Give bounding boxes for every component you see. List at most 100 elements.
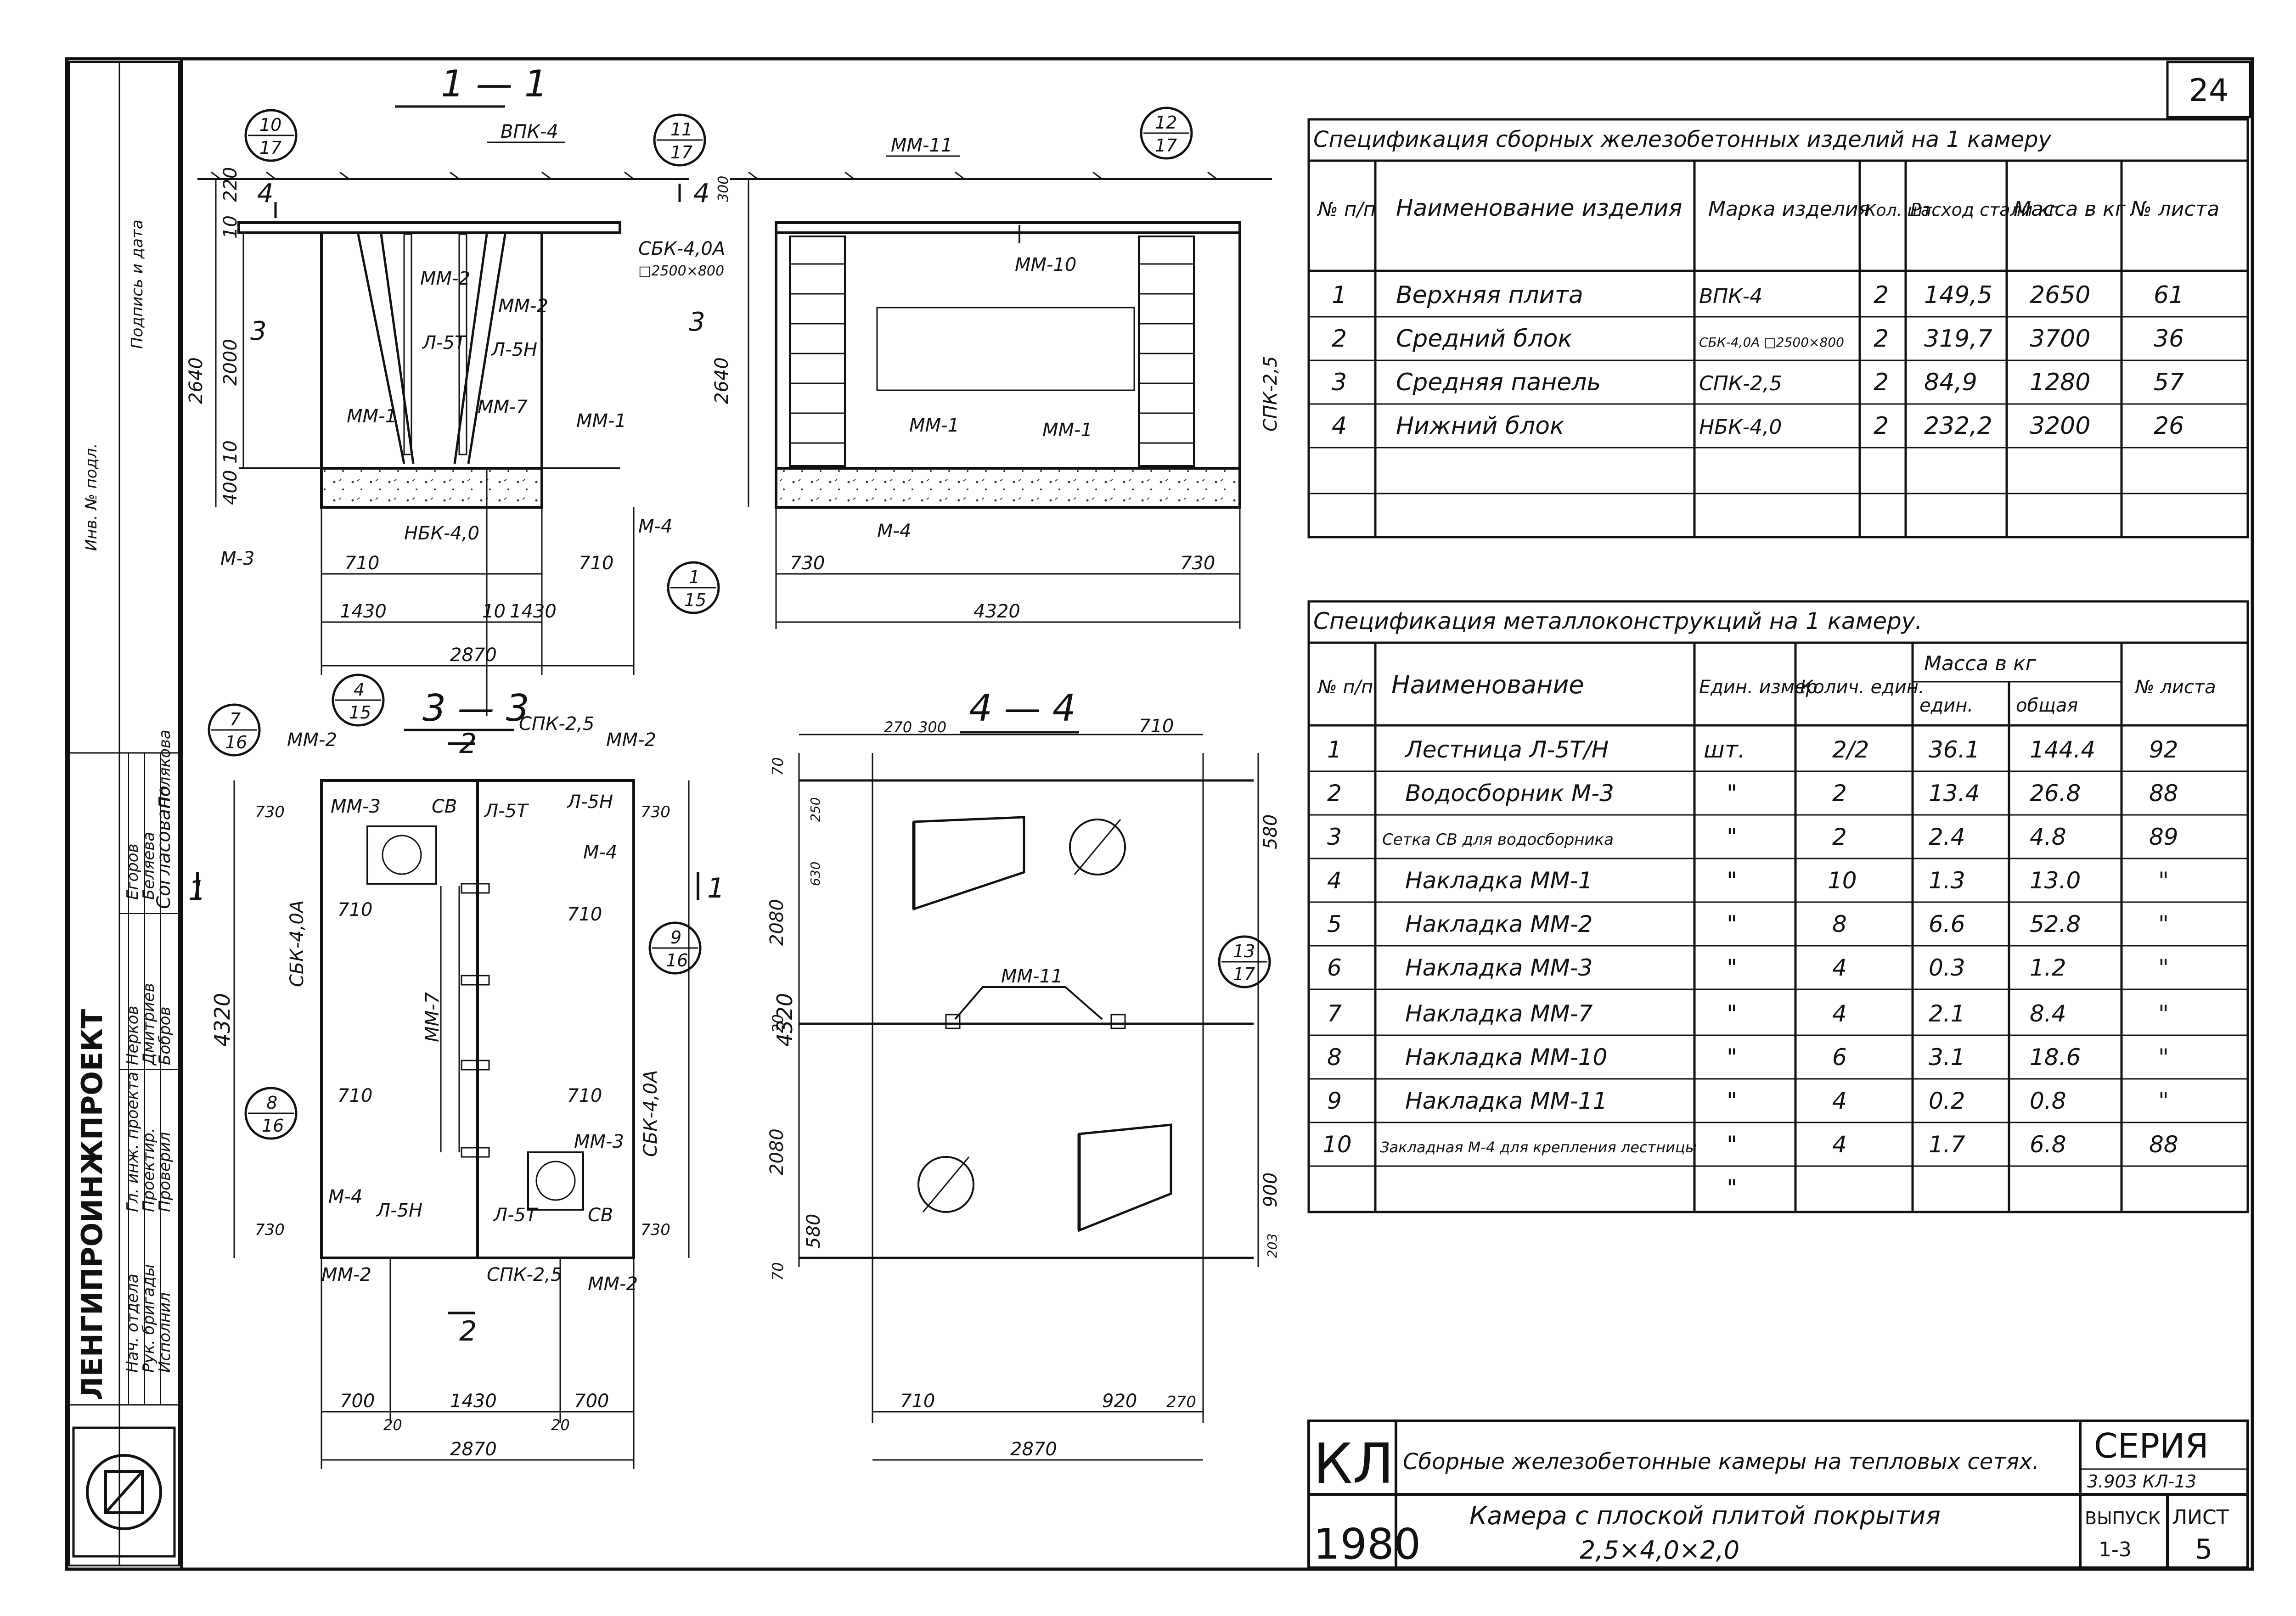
svg-text:Сетка СВ для водосборника: Сетка СВ для водосборника bbox=[1382, 830, 1614, 849]
svg-text:4: 4 bbox=[1832, 1000, 1847, 1027]
view-2-2-labels: ММ-11 ММ-10 ММ-1 ММ-1 М-4 СПК-2,5 730 73… bbox=[711, 135, 1281, 622]
svg-text:630: 630 bbox=[808, 862, 823, 886]
svg-text:12: 12 bbox=[1155, 112, 1177, 133]
svg-text:4.8: 4.8 bbox=[2030, 824, 2066, 850]
stamp-rows: Нач. отдела Гл. инж. проекта Рук. бригад… bbox=[124, 729, 174, 1373]
svg-text:250: 250 bbox=[808, 797, 823, 822]
svg-text:Расход стали кг: Расход стали кг bbox=[1910, 200, 2059, 220]
svg-text:70: 70 bbox=[769, 1262, 787, 1281]
svg-text:1: 1 bbox=[1332, 281, 1347, 309]
svg-text:270: 270 bbox=[1166, 1393, 1196, 1411]
svg-text:5: 5 bbox=[1327, 911, 1342, 937]
svg-text:920: 920 bbox=[1102, 1391, 1137, 1412]
svg-text:4320: 4320 bbox=[772, 993, 797, 1047]
svg-text:ММ-2: ММ-2 bbox=[606, 729, 656, 751]
svg-text:15: 15 bbox=[684, 590, 706, 610]
svg-text:9: 9 bbox=[1327, 1088, 1342, 1114]
tb-title3: 2,5×4,0×2,0 bbox=[1580, 1536, 1739, 1565]
svg-text:Гл. инж. проекта: Гл. инж. проекта bbox=[124, 1072, 142, 1212]
tb-kl: КЛ bbox=[1313, 1432, 1394, 1496]
tb-title1: Сборные железобетонные камеры на тепловы… bbox=[1403, 1449, 2039, 1475]
tb-year: 1980 bbox=[1313, 1520, 1421, 1569]
svg-text:Средняя панель: Средняя панель bbox=[1396, 369, 1601, 396]
svg-text:НБК-4,0: НБК-4,0 bbox=[404, 523, 479, 544]
svg-text:шт.: шт. bbox=[1704, 736, 1745, 763]
svg-text:един.: един. bbox=[1919, 695, 1973, 716]
svg-text:Накладка ММ-3: Накладка ММ-3 bbox=[1405, 954, 1593, 981]
svg-text:Исполнил: Исполнил bbox=[156, 1292, 174, 1373]
svg-text:ММ-11: ММ-11 bbox=[891, 135, 952, 156]
svg-text:16: 16 bbox=[666, 950, 688, 971]
svg-text:Накладка ММ-2: Накладка ММ-2 bbox=[1405, 911, 1593, 937]
svg-text:2: 2 bbox=[459, 1315, 477, 1347]
svg-text:": " bbox=[1727, 1175, 1737, 1201]
spec1-headers: № п/п Наименование изделия Марка изделия… bbox=[1317, 195, 2219, 221]
svg-text:№ п/п: № п/п bbox=[1317, 198, 1376, 220]
view-4-4-title: 4 — 4 bbox=[969, 687, 1076, 729]
svg-text:11: 11 bbox=[670, 119, 692, 140]
svg-text:10: 10 bbox=[1322, 1131, 1352, 1158]
svg-text:13.0: 13.0 bbox=[2030, 867, 2081, 894]
svg-text:2080: 2080 bbox=[766, 1128, 788, 1175]
stamp-rotated-2: Подпись и дата bbox=[128, 219, 146, 349]
svg-text:СБК-4,0А: СБК-4,0А bbox=[287, 900, 308, 987]
svg-text:ММ-10: ММ-10 bbox=[1015, 254, 1076, 275]
svg-text:730: 730 bbox=[255, 1221, 285, 1239]
svg-text:4320: 4320 bbox=[210, 993, 235, 1047]
svg-text:": " bbox=[2158, 1044, 2169, 1071]
svg-text:232,2: 232,2 bbox=[1924, 412, 1992, 440]
svg-text:4: 4 bbox=[1832, 954, 1847, 981]
svg-text:710: 710 bbox=[900, 1391, 935, 1412]
svg-text:89: 89 bbox=[2149, 824, 2178, 850]
svg-text:НБК-4,0: НБК-4,0 bbox=[1699, 415, 1782, 439]
svg-text:": " bbox=[1727, 911, 1737, 937]
svg-text:1: 1 bbox=[707, 872, 725, 904]
svg-text:": " bbox=[1727, 1088, 1737, 1114]
svg-text:ММ-1: ММ-1 bbox=[576, 410, 626, 432]
svg-text:6.6: 6.6 bbox=[1929, 911, 1965, 937]
spec2-title: Спецификация металлоконструкций на 1 кам… bbox=[1313, 608, 1922, 634]
svg-text:203: 203 bbox=[1265, 1234, 1280, 1258]
svg-text:ММ-2: ММ-2 bbox=[287, 729, 337, 751]
svg-text:Л-5Н: Л-5Н bbox=[566, 791, 613, 813]
svg-text:Наименование изделия: Наименование изделия bbox=[1396, 195, 1682, 221]
svg-text:ММ-2: ММ-2 bbox=[321, 1264, 371, 1285]
svg-text:2870: 2870 bbox=[450, 1439, 497, 1460]
svg-text:17: 17 bbox=[670, 142, 692, 163]
svg-text:Накладка ММ-1: Накладка ММ-1 bbox=[1405, 867, 1593, 894]
svg-text:": " bbox=[1727, 1131, 1737, 1158]
svg-text:": " bbox=[1727, 1044, 1737, 1071]
svg-text:8: 8 bbox=[266, 1093, 277, 1113]
svg-text:Л-5Т: Л-5Т bbox=[484, 801, 529, 822]
svg-text:Л-5Т: Л-5Т bbox=[422, 332, 467, 354]
svg-text:88: 88 bbox=[2149, 1131, 2178, 1158]
org-name: ЛЕНГИПРОИНЖПРОЕКТ bbox=[75, 1009, 109, 1400]
view-1-1-title: 1 — 1 bbox=[441, 62, 548, 105]
svg-text:": " bbox=[1727, 954, 1737, 981]
svg-text:4320: 4320 bbox=[974, 601, 1020, 622]
svg-text:2: 2 bbox=[1874, 281, 1889, 309]
svg-text:Наименование: Наименование bbox=[1391, 670, 1584, 699]
svg-text:7: 7 bbox=[230, 709, 241, 729]
view-4-4-labels: 270 300 710 ММ-11 4320 70 250 630 2080 2… bbox=[766, 716, 1281, 1460]
tb-vypusk: 1-3 bbox=[2099, 1538, 2132, 1561]
svg-text:ММ-1: ММ-1 bbox=[1042, 420, 1092, 441]
svg-text:□2500×800: □2500×800 bbox=[638, 263, 724, 279]
svg-text:Накладка ММ-11: Накладка ММ-11 bbox=[1405, 1088, 1607, 1114]
svg-text:ВПК-4: ВПК-4 bbox=[1699, 285, 1762, 308]
svg-text:ММ-7: ММ-7 bbox=[478, 397, 528, 418]
svg-text:16: 16 bbox=[225, 732, 247, 752]
svg-text:Л-5Н: Л-5Н bbox=[376, 1200, 422, 1221]
svg-text:ММ-7: ММ-7 bbox=[422, 992, 443, 1042]
tb-vypusk-label: ВЫПУСК bbox=[2085, 1508, 2161, 1528]
svg-text:710: 710 bbox=[338, 899, 372, 920]
svg-text:": " bbox=[1727, 780, 1737, 807]
svg-text:Накладка ММ-7: Накладка ММ-7 bbox=[1405, 1000, 1593, 1027]
